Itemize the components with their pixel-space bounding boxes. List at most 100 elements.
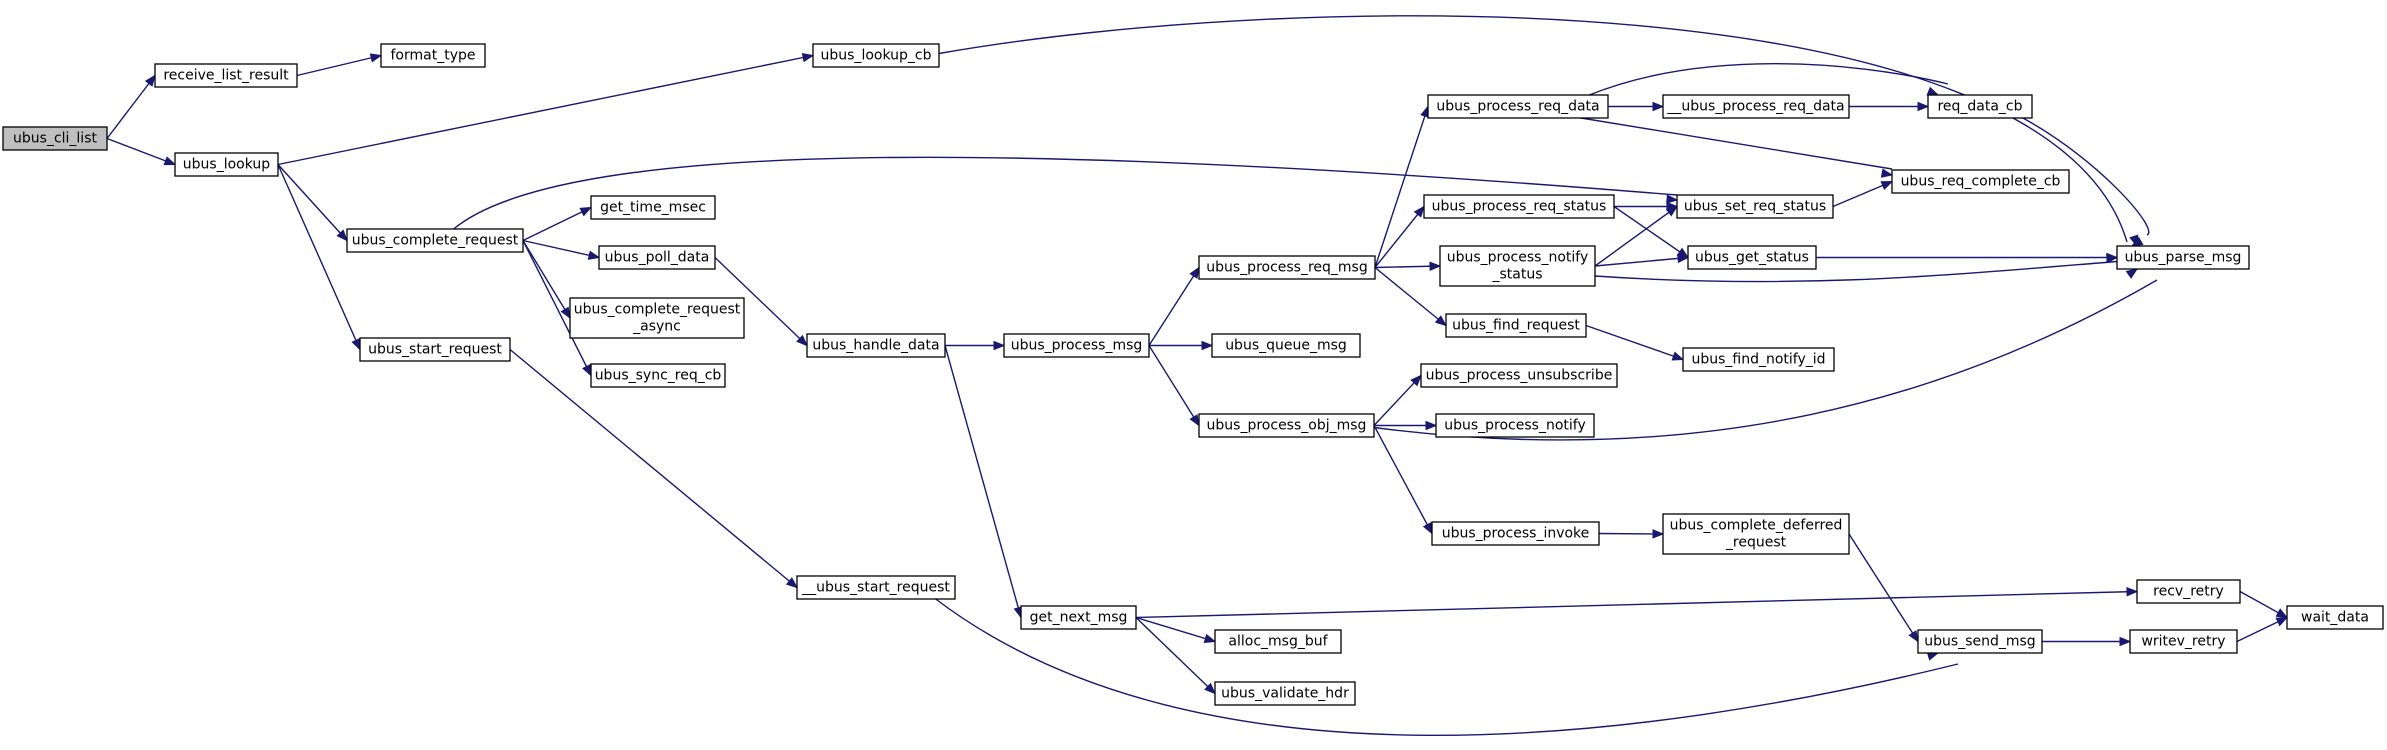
edge-ubus-complete-request-to-ubus-set-req-status (452, 156, 1678, 231)
edge-ubus-process-notify-status-to-ubus-parse-msg (1594, 260, 2118, 283)
node-ubus-get-status[interactable]: ubus_get_status (1687, 245, 1817, 270)
node-box (590, 195, 716, 220)
edge-ubus-process-invoke-to-ubus-complete-deferred-request (1598, 532, 1664, 535)
node-ubus-process-notify[interactable]: ubus_process_notify (1435, 413, 1595, 438)
edge-ubus-lookup-to-ubus-complete-request (277, 164, 348, 241)
node-box (2, 126, 108, 151)
node-box (2136, 579, 2241, 604)
node-ubus-complete-request-async[interactable]: ubus_complete_request_async (569, 297, 745, 339)
node-box (1891, 169, 2070, 194)
node-ubus-req-complete-cb[interactable]: ubus_req_complete_cb (1891, 169, 2070, 194)
node-box (1198, 413, 1375, 438)
node-box (1427, 94, 1609, 119)
arrowhead-icon (2130, 236, 2144, 247)
edge-ubus-complete-request-to-ubus-poll-data (522, 239, 600, 259)
node-ubus-set-req-status[interactable]: ubus_set_req_status (1676, 194, 1834, 219)
node-ubus-cli-list[interactable]: ubus_cli_list (2, 126, 108, 151)
node-ubus-find-notify-id[interactable]: ubus_find_notify_id (1682, 347, 1835, 372)
node-alloc-msg-buf[interactable]: alloc_msg_buf (1214, 629, 1342, 654)
node-label: ubus_validate_hdr (1221, 686, 1349, 702)
node-label: ubus_send_msg (1924, 634, 2035, 650)
node-label: recv_retry (2153, 584, 2224, 600)
arrowhead-icon (1429, 261, 1442, 271)
node-receive-list-result[interactable]: receive_list_result (154, 63, 298, 88)
node-box (1682, 347, 1835, 372)
edge-ubus-complete-request-to-ubus-sync-req-cb (522, 240, 592, 376)
node-ubus-start-request[interactable]: __ubus_start_request (796, 575, 956, 600)
edge-ubus-lookup-cb-to-ubus-parse-msg (938, 15, 2128, 243)
node-label: req_data_cb (1937, 99, 2022, 115)
node-ubus-sync-req-cb[interactable]: ubus_sync_req_cb (590, 363, 726, 388)
node-ubus-process-req-status[interactable]: ubus_process_req_status (1423, 194, 1615, 219)
node-label: _status (1491, 267, 1542, 283)
node-writev-retry[interactable]: writev_retry (2129, 629, 2238, 654)
node-ubus-process-msg[interactable]: ubus_process_msg (1003, 333, 1150, 358)
node-ubus-queue-msg[interactable]: ubus_queue_msg (1211, 333, 1361, 358)
arrowhead-icon (1666, 194, 1679, 204)
arrowhead-icon (2106, 252, 2119, 263)
arrowhead-icon (1652, 101, 1665, 112)
arrowhead-icon (1425, 420, 1438, 431)
node-get-next-msg[interactable]: get_next_msg (1020, 605, 1137, 630)
node-ubus-lookup[interactable]: ubus_lookup (174, 152, 279, 177)
edge-ubus-process-req-msg-to-ubus-process-req-data (1374, 106, 1429, 268)
arrowhead-icon (336, 229, 348, 242)
node-get-time-msec[interactable]: get_time_msec (590, 195, 716, 220)
node-ubus-send-msg[interactable]: ubus_send_msg (1917, 629, 2043, 654)
node-ubus-handle-data[interactable]: ubus_handle_data (806, 333, 946, 358)
node-ubus-poll-data[interactable]: ubus_poll_data (598, 245, 716, 270)
node-box (1420, 363, 1618, 388)
node-ubus-process-obj-msg[interactable]: ubus_process_obj_msg (1198, 413, 1375, 438)
node-box (1214, 629, 1342, 654)
arrowhead-icon (369, 53, 383, 63)
arrowhead-icon (1204, 682, 1216, 695)
edge-ubus-start-request-to-ubus-send-msg (934, 597, 1959, 737)
node-label: ubus_process_invoke (1442, 526, 1590, 542)
node-ubus-start-request[interactable]: ubus_start_request (359, 337, 511, 362)
node-ubus-complete-deferred-request[interactable]: ubus_complete_deferred_request (1662, 513, 1850, 555)
edge-ubus-process-req-data-to-req-data-cb (1587, 62, 1949, 97)
node-req-data-cb[interactable]: req_data_cb (1927, 94, 2033, 119)
node-ubus-process-notify-status[interactable]: ubus_process_notify_status (1439, 245, 1596, 287)
node-label: get_next_msg (1030, 610, 1128, 626)
node-box (1439, 245, 1596, 287)
node-label: __ubus_process_req_data (1666, 99, 1844, 115)
node-label: ubus_req_complete_cb (1901, 174, 2061, 190)
node-label: ubus_sync_req_cb (595, 368, 722, 384)
node-format-type[interactable]: format_type (380, 43, 486, 68)
call-graph-edges (106, 15, 2289, 737)
edge-ubus-cli-list-to-ubus-lookup (106, 137, 176, 166)
node-label: ubus_complete_deferred (1670, 518, 1843, 534)
node-wait-data[interactable]: wait_data (2286, 605, 2384, 630)
node-ubus-validate-hdr[interactable]: ubus_validate_hdr (1214, 681, 1356, 706)
node-label: ubus_lookup (183, 157, 270, 173)
node-label: ubus_process_unsubscribe (1426, 368, 1613, 384)
call-graph-nodes: ubus_cli_list receive_list_result format_t… (2, 43, 2384, 706)
node-ubus-complete-request[interactable]: ubus_complete_request (346, 228, 524, 253)
node-box (1423, 194, 1615, 219)
arrowhead-icon (1201, 340, 1214, 351)
node-label: writev_retry (2141, 634, 2225, 650)
node-label: ubus_process_notify (1447, 250, 1589, 266)
edge-ubus-process-msg-to-ubus-process-obj-msg (1148, 345, 1200, 426)
node-box (1198, 255, 1376, 280)
node-label: ubus_process_req_msg (1206, 260, 1368, 276)
node-label: _request (1725, 535, 1787, 551)
edge-ubus-complete-deferred-request-to-ubus-send-msg (1848, 533, 1919, 642)
node-ubus-process-req-data[interactable]: __ubus_process_req_data (1662, 94, 1850, 119)
node-label: ubus_start_request (368, 342, 502, 358)
node-ubus-parse-msg[interactable]: ubus_parse_msg (2116, 245, 2250, 270)
node-ubus-process-unsubscribe[interactable]: ubus_process_unsubscribe (1420, 363, 1618, 388)
node-ubus-process-invoke[interactable]: ubus_process_invoke (1431, 521, 1600, 546)
arrowhead-icon (1926, 86, 1940, 96)
node-label: receive_list_result (163, 68, 289, 84)
node-box (1927, 94, 2033, 119)
node-box (174, 152, 279, 177)
node-ubus-process-req-data[interactable]: ubus_process_req_data (1427, 94, 1609, 119)
node-recv-retry[interactable]: recv_retry (2136, 579, 2241, 604)
node-box (569, 297, 745, 339)
node-ubus-find-request[interactable]: ubus_find_request (1445, 313, 1587, 338)
node-ubus-lookup-cb[interactable]: ubus_lookup_cb (812, 43, 940, 68)
node-ubus-process-req-msg[interactable]: ubus_process_req_msg (1198, 255, 1376, 280)
node-label: ubus_handle_data (812, 338, 939, 354)
